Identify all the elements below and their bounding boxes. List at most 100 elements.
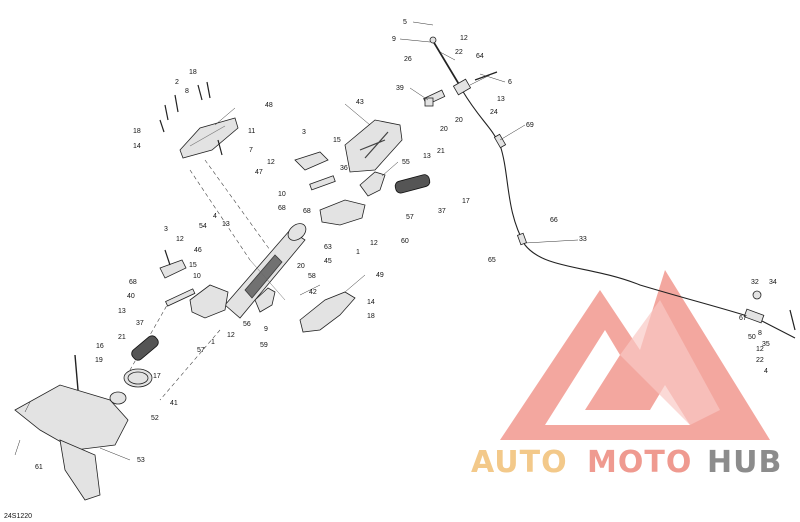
callout-label: 35: [762, 341, 770, 348]
callout-label: 12: [370, 240, 378, 247]
steering-column: [224, 223, 307, 319]
lower-grip: [131, 335, 159, 361]
callout-labels: 5 12 9 22 26 64 6 39 13 24 20 20 69 43 1…: [35, 19, 777, 471]
callout-label: 2: [175, 79, 179, 86]
upper-bolt-set: [159, 81, 223, 156]
callout-label: 37: [438, 208, 446, 215]
lower-lever-housing: [189, 284, 229, 319]
cable-adjuster: [452, 78, 472, 96]
callout-label: 6: [508, 79, 512, 86]
cable-lower-fitting: [743, 308, 765, 324]
callout-label: 8: [185, 88, 189, 95]
callout-label: 20: [455, 117, 463, 124]
callout-label: 68: [303, 208, 311, 215]
callout-label: 45: [324, 258, 332, 265]
watermark-auto: AUTO: [471, 445, 568, 480]
leader-lines: [14, 21, 579, 461]
handlebar-pad: [344, 119, 403, 173]
callout-label: 10: [278, 191, 286, 198]
callout-label: 14: [133, 143, 141, 150]
boot-52: [109, 391, 127, 405]
callout-label: 18: [133, 128, 141, 135]
callout-label: 36: [340, 165, 348, 172]
callout-label: 22: [455, 49, 463, 56]
callout-label: 34: [769, 279, 777, 286]
callout-label: 20: [440, 126, 448, 133]
callout-label: 55: [402, 159, 410, 166]
callout-label: 26: [404, 56, 412, 63]
callout-label: 16: [96, 343, 104, 350]
callout-label: 47: [255, 169, 263, 176]
callout-label: 40: [127, 293, 135, 300]
callout-label: 68: [129, 279, 137, 286]
callout-label: 60: [401, 238, 409, 245]
callout-label: 43: [356, 99, 364, 106]
cable-end-9: [429, 36, 437, 44]
callout-label: 1: [211, 339, 215, 346]
callout-label: 42: [309, 289, 317, 296]
throttle-cable: [431, 39, 796, 339]
callout-label: 12: [176, 236, 184, 243]
watermark-moto: MOTO: [587, 445, 692, 480]
callout-label: 20: [297, 263, 305, 270]
lower-switch-bracket: [159, 259, 187, 279]
lever-10: [309, 175, 336, 191]
callout-label: 19: [95, 357, 103, 364]
callout-label: 12: [756, 346, 764, 353]
callout-label: 4: [764, 368, 768, 375]
callout-label: 54: [199, 223, 207, 230]
lower-mount-53: [14, 384, 129, 451]
callout-label: 12: [460, 35, 468, 42]
callout-label: 50: [748, 334, 756, 341]
callout-label: 21: [118, 334, 126, 341]
callout-label: 13: [423, 153, 431, 160]
callout-label: 24: [490, 109, 498, 116]
clamp-58: [254, 287, 276, 313]
callout-label: 3: [302, 129, 306, 136]
callout-label: 67: [739, 315, 747, 322]
switch-bracket: [294, 151, 329, 171]
callout-label: 4: [213, 213, 217, 220]
throttle-housing: [319, 199, 366, 226]
watermark-logo: [500, 270, 770, 440]
callout-label: 17: [462, 198, 470, 205]
callout-label: 58: [308, 273, 316, 280]
callout-label: 10: [193, 273, 201, 280]
document-code: 24S1220: [4, 513, 32, 520]
callout-label: 69: [526, 122, 534, 129]
lower-lever: [165, 288, 196, 307]
callout-label: 7: [249, 147, 253, 154]
callout-label: 37: [136, 320, 144, 327]
hand-grip: [394, 174, 431, 194]
callout-label: 21: [437, 148, 445, 155]
callout-label: 63: [324, 244, 332, 251]
callout-label: 66: [550, 217, 558, 224]
cable-grommet-lower: [516, 232, 528, 246]
callout-label: 61: [35, 464, 43, 471]
callout-label: 17: [153, 373, 161, 380]
callout-label: 56: [243, 321, 251, 328]
callout-label: 68: [278, 205, 286, 212]
callout-label: 48: [265, 102, 273, 109]
callout-label: 22: [756, 357, 764, 364]
mount-plate-61: [59, 439, 101, 501]
watermark-wordmark: AUTO MOTO HUB: [471, 445, 781, 480]
callout-label: 18: [189, 69, 197, 76]
callout-label: 18: [367, 313, 375, 320]
callout-label: 11: [248, 128, 255, 135]
cable-nut-32: [752, 290, 762, 300]
callout-label: 12: [227, 332, 235, 339]
callout-label: 33: [579, 236, 587, 243]
callout-label: 41: [170, 400, 178, 407]
callout-label: 46: [194, 247, 202, 254]
callout-label: 9: [392, 36, 396, 43]
callout-label: 32: [751, 279, 759, 286]
callout-label: 1: [356, 249, 360, 256]
upper-steering-cover: [179, 117, 239, 159]
callout-label: 52: [151, 415, 159, 422]
callout-label: 13: [222, 221, 230, 228]
callout-label: 3: [164, 226, 168, 233]
support-bracket-49: [299, 291, 356, 333]
